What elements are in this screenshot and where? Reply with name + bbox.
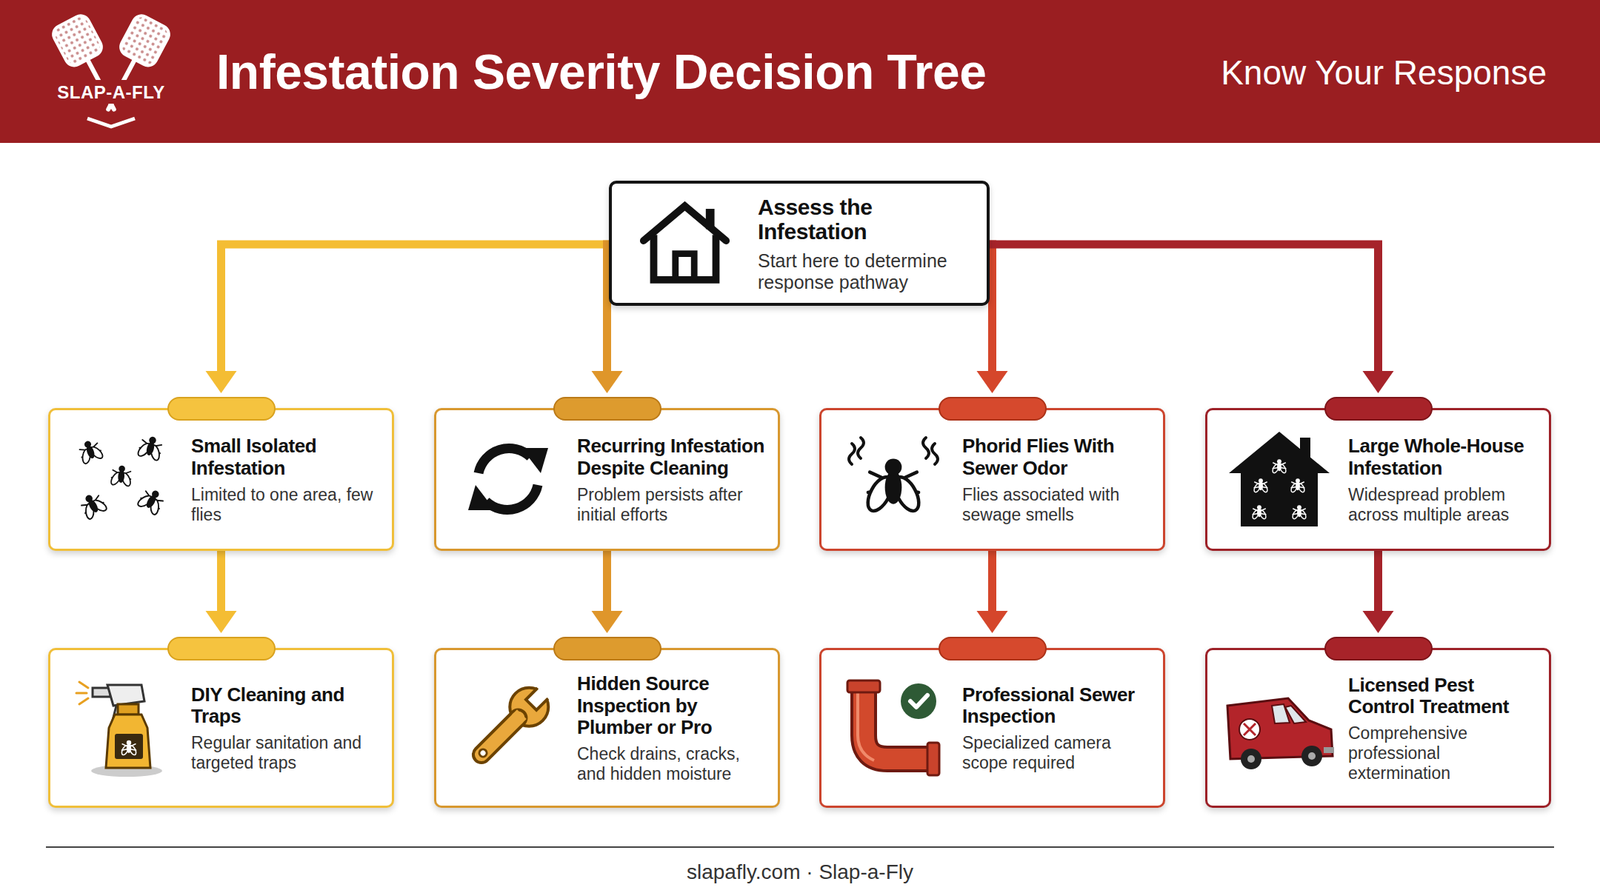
node-tab [938,397,1047,421]
connector [205,551,238,634]
connector-line [602,551,612,615]
node-tab [553,397,662,421]
connector-line [988,551,997,615]
node-description: Widespread problem across multiple areas [1348,485,1539,526]
spray-bottle-icon [70,676,175,780]
arrow-head [977,611,1009,634]
node-heading: Small Isolated Infestation [191,435,382,479]
process-box: Recurring Infestation Despite CleaningPr… [434,408,780,552]
node-tab [553,637,662,661]
node-tab [167,397,276,421]
connector [1362,551,1395,634]
node-text: Assess the InfestationStart here to dete… [757,191,977,298]
node-text: Professional Sewer InspectionSpecialized… [962,657,1153,800]
connector [591,551,623,634]
subtitle: Know Your Response [1220,53,1547,92]
connector [205,244,610,394]
node-text: DIY Cleaning and TrapsRegular sanitation… [191,657,382,800]
arrow-head [1362,611,1395,634]
node-heading: Assess the Infestation [757,194,977,245]
connector [977,551,1009,634]
start-box: Assess the InfestationStart here to dete… [608,180,990,306]
node-description: Problem persists after initial efforts [577,485,768,526]
node-description: Limited to one area, few flies [191,485,382,526]
arrow-head [977,371,1009,394]
footer-rule [45,846,1555,849]
node-description: Comprehensive professional extermination [1348,723,1539,784]
arrow-head [205,611,238,634]
connector-line [1374,551,1383,615]
node-description: Regular sanitation and targeted traps [191,733,382,774]
house-icon [637,198,732,286]
diagram-title: Infestation Severity Decision Tree [216,42,986,102]
node-text: Small Isolated InfestationLimited to one… [191,417,382,543]
logo-swatters [44,10,178,133]
node-description: Specialized camera scope required [962,733,1153,774]
van-icon [1220,676,1339,780]
node-description: Start here to determine response pathway [757,250,977,295]
node-text: Hidden Source Inspection by Plumber or P… [577,657,768,800]
connector-line [217,551,226,615]
node-heading: Large Whole-House Infestation [1348,435,1539,479]
connector-line [989,244,1379,375]
process-box: Hidden Source Inspection by Plumber or P… [434,648,780,809]
connector-line [221,244,610,375]
node-text: Large Whole-House InfestationWidespread … [1348,417,1539,543]
node-heading: DIY Cleaning and Traps [191,684,382,728]
node-heading: Recurring Infestation Despite Cleaning [577,435,768,479]
node-heading: Hidden Source Inspection by Plumber or P… [577,673,768,738]
process-box: Phorid Flies With Sewer OdorFlies associ… [819,408,1166,552]
arrow-head [1362,371,1395,394]
node-description: Check drains, cracks, and hidden moistur… [577,744,768,785]
node-heading: Professional Sewer Inspection [962,684,1153,728]
process-box: Small Isolated InfestationLimited to one… [48,408,395,552]
arrow-head [205,371,238,394]
logo-text: SLAP-A-FLY [44,81,178,104]
node-tab [1324,637,1433,661]
node-heading: Phorid Flies With Sewer Odor [962,435,1153,479]
footer-caption: slapafly.com · Slap-a-Fly [0,859,1600,886]
node-text: Recurring Infestation Despite CleaningPr… [577,417,768,543]
phorid-fly-icon [841,427,946,532]
arrow-head [591,611,623,634]
infested-house-icon [1227,427,1332,532]
node-text: Phorid Flies With Sewer OdorFlies associ… [962,417,1153,543]
node-tab [167,637,276,661]
sewer-pipe-icon [841,676,946,780]
recurring-icon [456,427,560,532]
node-tab [938,637,1047,661]
wrench-icon [456,676,560,780]
node-description: Flies associated with sewage smells [962,485,1153,526]
node-tab [1324,397,1433,421]
node-text: Licensed Pest Control TreatmentComprehen… [1348,657,1539,800]
connector [989,244,1395,394]
flies-icon [70,427,175,532]
node-heading: Licensed Pest Control Treatment [1348,674,1539,718]
process-box: DIY Cleaning and TrapsRegular sanitation… [48,648,395,809]
arrow-head [591,371,623,394]
connector-line [989,244,993,375]
